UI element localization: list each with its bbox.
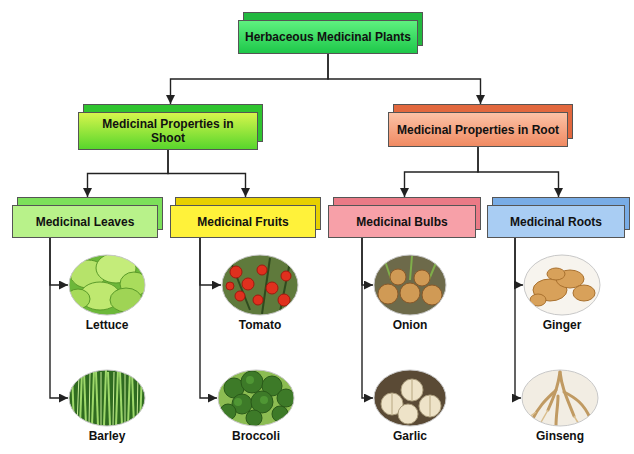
connector-arrow: [200, 238, 221, 285]
category-box: Medicinal Roots: [487, 205, 625, 238]
node-label: Onion: [393, 317, 428, 333]
tomato-photo: [222, 255, 298, 315]
plant-image: Broccoli: [218, 370, 294, 444]
connector-arrow: [362, 238, 373, 285]
plant-image: Ginseng: [522, 370, 598, 444]
photo-frames: [69, 255, 600, 426]
connector-arrow: [171, 54, 329, 104]
node-label: Medicinal Leaves: [30, 215, 141, 229]
plant-image: Lettuce: [69, 255, 145, 333]
category-box: Medicinal Properties in Root: [388, 112, 568, 147]
node-label: Medicinal Properties in Root: [391, 123, 565, 137]
node-label: Medicinal Bulbs: [350, 215, 453, 229]
onion-photo: [374, 255, 446, 315]
plant-image: Tomato: [222, 255, 298, 333]
broccoli-photo: [218, 370, 295, 426]
plant-image: Garlic: [374, 370, 446, 444]
connector-arrow: [478, 147, 559, 197]
node-label: Herbaceous Medicinal Plants: [239, 30, 417, 44]
ginseng-photo: [522, 370, 598, 426]
garlic-photo: [374, 370, 446, 426]
connector-arrow: [168, 150, 246, 197]
connector-arrow: [88, 150, 169, 197]
category-box: Medicinal Properties in Shoot: [78, 112, 258, 150]
connector-arrow: [328, 54, 481, 104]
connector-arrow: [515, 238, 523, 285]
node-label: Ginger: [543, 317, 582, 333]
node-label: Medicinal Fruits: [191, 215, 294, 229]
node-label: Medicinal Roots: [504, 215, 608, 229]
category-box: Medicinal Fruits: [170, 205, 316, 238]
ginger-photo: [524, 255, 600, 315]
node-label: Medicinal Properties in Shoot: [78, 117, 258, 145]
connector-arrow: [50, 238, 68, 285]
category-box: Medicinal Bulbs: [328, 205, 476, 238]
node-label: Garlic: [393, 428, 427, 444]
category-box: Medicinal Leaves: [12, 205, 158, 238]
category-box: Herbaceous Medicinal Plants: [238, 20, 418, 54]
connector-arrow: [200, 238, 217, 398]
node-label: Tomato: [239, 317, 281, 333]
node-label: Ginseng: [536, 428, 584, 444]
connector-arrow: [405, 147, 479, 197]
connector-arrow: [362, 238, 373, 398]
node-label: Lettuce: [86, 317, 129, 333]
connector-arrow: [50, 238, 68, 398]
plant-image: Ginger: [524, 255, 600, 333]
plant-image: Barley: [69, 370, 145, 444]
node-label: Broccoli: [232, 428, 280, 444]
node-label: Barley: [89, 428, 126, 444]
lettuce-photo: [66, 253, 148, 315]
barley-photo: [69, 370, 145, 426]
connector-arrow: [515, 238, 521, 398]
plant-image: Onion: [374, 255, 446, 333]
